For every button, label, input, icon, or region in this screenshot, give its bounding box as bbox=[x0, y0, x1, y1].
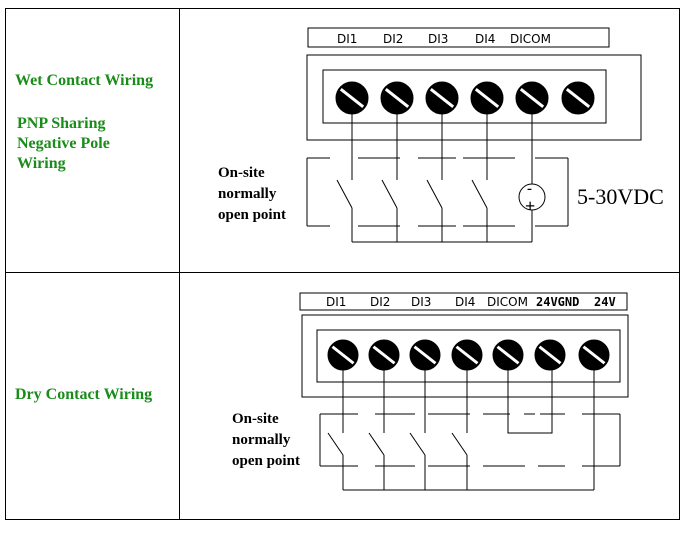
terminal-label: DI1 bbox=[326, 295, 346, 309]
note-line: normally bbox=[232, 432, 291, 448]
supply-voltage: 5-30VDC bbox=[577, 184, 664, 209]
terminal-label: DI1 bbox=[337, 32, 357, 46]
screw-slot bbox=[474, 88, 500, 108]
terminal-label: DI4 bbox=[455, 295, 475, 309]
dc-supply-icon bbox=[518, 183, 546, 211]
switch-contact bbox=[426, 179, 443, 209]
terminal-label: DI3 bbox=[411, 295, 431, 309]
screw-slot bbox=[429, 88, 455, 108]
note-line: open point bbox=[232, 453, 300, 469]
dry-contact-title: Dry Contact Wiring bbox=[15, 386, 153, 403]
screw-slot bbox=[455, 345, 479, 365]
terminal-label-box bbox=[299, 292, 628, 311]
terminal-block-inner bbox=[316, 329, 621, 383]
switch-contact bbox=[327, 432, 344, 456]
screw-slot bbox=[372, 345, 396, 365]
terminal-label-box bbox=[307, 27, 610, 48]
wiring-table bbox=[5, 8, 680, 520]
terminal-label: DI3 bbox=[428, 32, 448, 46]
terminal-label: DICOM bbox=[487, 295, 528, 309]
terminal-block-inner bbox=[322, 69, 607, 124]
screw-slot bbox=[339, 88, 365, 108]
switch-contact bbox=[409, 432, 426, 456]
screw-slot bbox=[538, 345, 562, 365]
plus-sign: + bbox=[525, 196, 535, 216]
note-line: On-site bbox=[218, 165, 265, 181]
screw-slot bbox=[413, 345, 437, 365]
pnp-subtitle: PNP Sharing Negative Pole Wiring bbox=[17, 115, 110, 172]
screw-slot bbox=[519, 88, 545, 108]
column-divider bbox=[179, 8, 180, 520]
screw-slot bbox=[496, 345, 520, 365]
note-line: normally bbox=[218, 186, 277, 202]
terminal-label: DICOM bbox=[510, 32, 551, 46]
row-divider bbox=[5, 272, 680, 273]
switch-contact bbox=[381, 179, 398, 209]
minus-sign: - bbox=[527, 181, 532, 197]
screw-slot bbox=[582, 345, 606, 365]
switch-contact bbox=[471, 179, 488, 209]
terminal-label: DI2 bbox=[370, 295, 390, 309]
switch-contact bbox=[451, 432, 468, 456]
screw-slot bbox=[384, 88, 410, 108]
terminal-label: 24V bbox=[594, 295, 616, 309]
terminal-label: DI2 bbox=[383, 32, 403, 46]
wet-wiring-diagram: DI1 DI2 DI3 DI4 DICOM - + 5-30VDC On-sit… bbox=[218, 27, 664, 243]
screw-slot bbox=[565, 88, 591, 108]
terminal-label: DI4 bbox=[475, 32, 495, 46]
terminal-block bbox=[306, 54, 642, 141]
dry-wiring-diagram: DI1 DI2 DI3 DI4 DICOM 24VGND 24V On-site… bbox=[232, 292, 629, 491]
screw-slot bbox=[331, 345, 355, 365]
note-line: open point bbox=[218, 207, 286, 223]
terminal-label: 24VGND bbox=[536, 295, 579, 309]
switch-contact bbox=[368, 432, 385, 456]
note-line: On-site bbox=[232, 411, 279, 427]
wet-contact-title: Wet Contact Wiring bbox=[15, 72, 154, 89]
terminal-block bbox=[301, 314, 629, 398]
switch-contact bbox=[336, 179, 353, 209]
